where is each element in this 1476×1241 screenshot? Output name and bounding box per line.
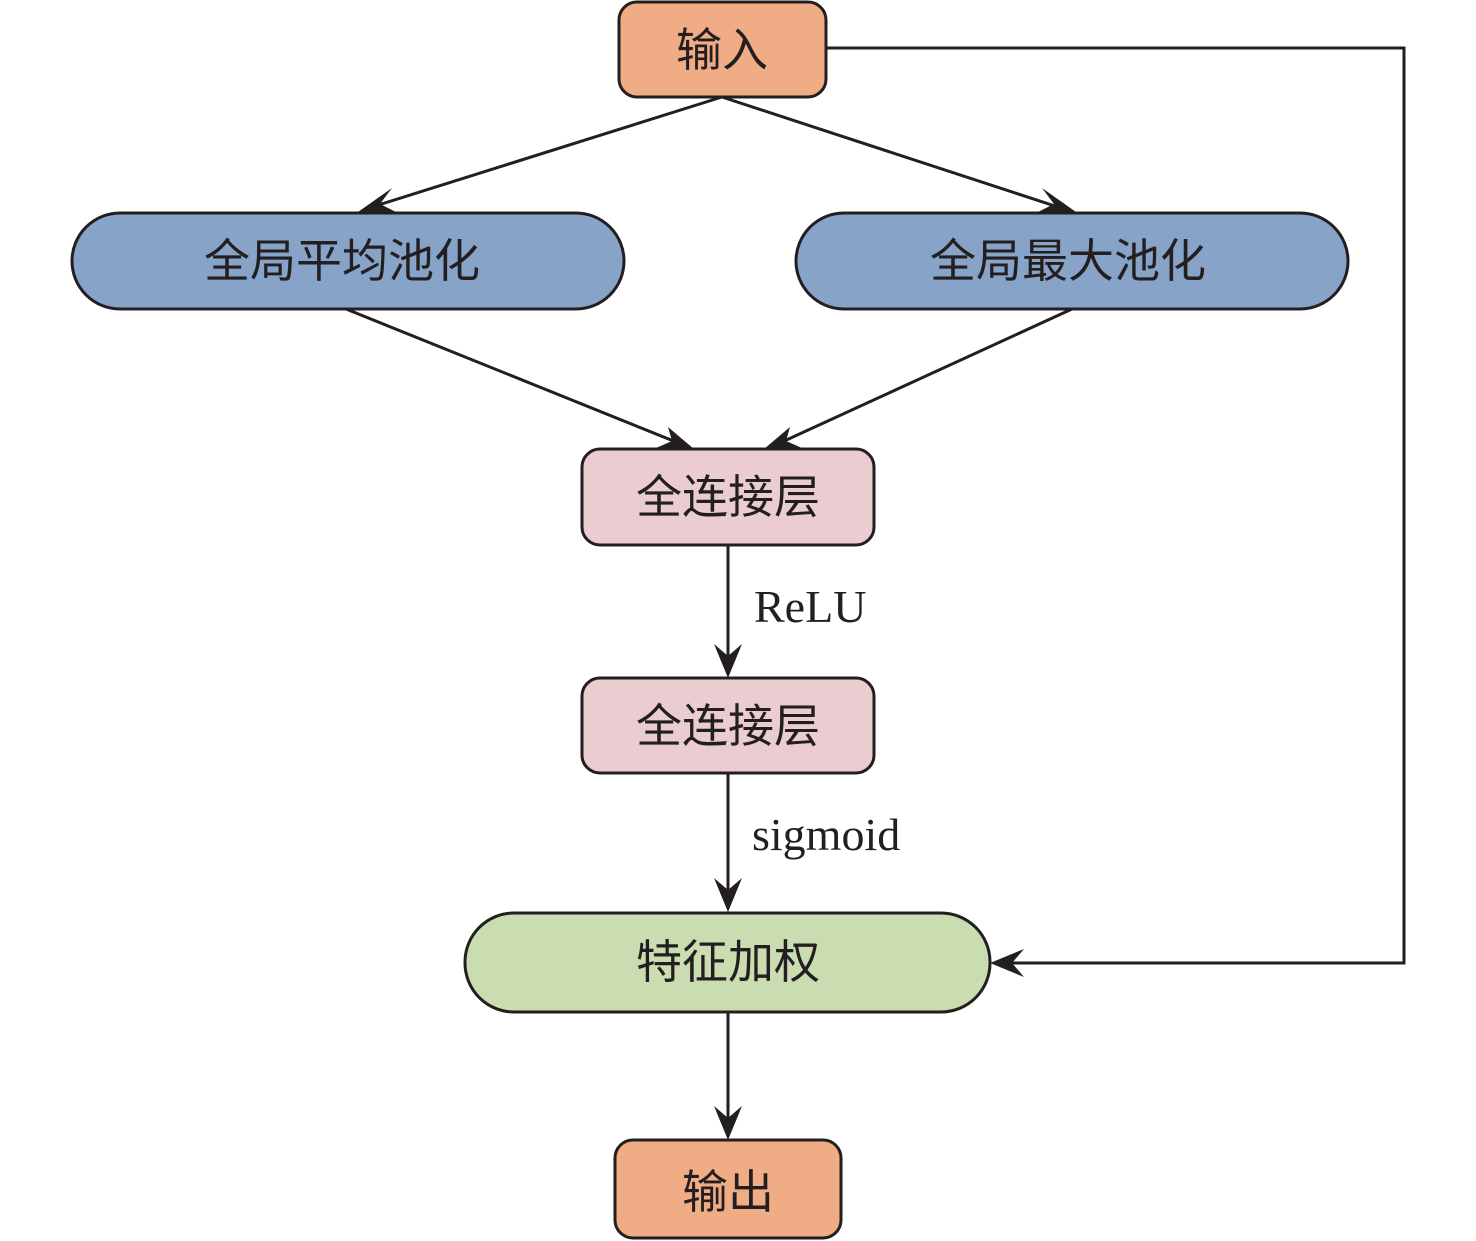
- node-global-max-pool-label: 全局最大池化: [930, 234, 1206, 288]
- node-global-max-pool: 全局最大池化: [794, 211, 1350, 311]
- edges: [345, 46, 1406, 1140]
- edge-input-skip-to-weight: [826, 46, 1406, 965]
- arrowhead-gap: [358, 188, 396, 212]
- node-output-label: 输出: [682, 1165, 774, 1219]
- node-fc1-label: 全连接层: [636, 470, 820, 524]
- node-fc2: 全连接层: [580, 676, 876, 775]
- node-input-label: 输入: [676, 23, 768, 77]
- arrowhead-output: [714, 1106, 742, 1140]
- arrowhead-fc2: [714, 644, 742, 678]
- node-feature-weighting: 特征加权: [463, 911, 992, 1014]
- node-input: 输入: [617, 0, 828, 99]
- edge-gap-to-fc1: [345, 307, 677, 444]
- arrowhead-fc1-right: [764, 427, 802, 449]
- arrowhead-fc1-left: [656, 427, 694, 449]
- edge-gmp-to-fc1: [781, 307, 1073, 444]
- node-global-avg-pool: 全局平均池化: [70, 211, 626, 311]
- node-fc1: 全连接层: [580, 447, 876, 547]
- node-output: 输出: [613, 1138, 843, 1240]
- edge-label-relu: ReLU: [754, 581, 866, 632]
- node-feature-weighting-label: 特征加权: [636, 935, 820, 989]
- edge-label-sigmoid: sigmoid: [752, 809, 900, 860]
- node-global-avg-pool-label: 全局平均池化: [204, 234, 480, 288]
- edge-input-to-gmp: [721, 95, 1059, 209]
- arrowhead-gmp: [1038, 188, 1076, 212]
- node-fc2-label: 全连接层: [636, 699, 820, 753]
- arrowhead-weight-right: [990, 949, 1024, 977]
- edge-input-to-gap: [371, 95, 723, 209]
- arrowhead-weight-top: [714, 878, 742, 912]
